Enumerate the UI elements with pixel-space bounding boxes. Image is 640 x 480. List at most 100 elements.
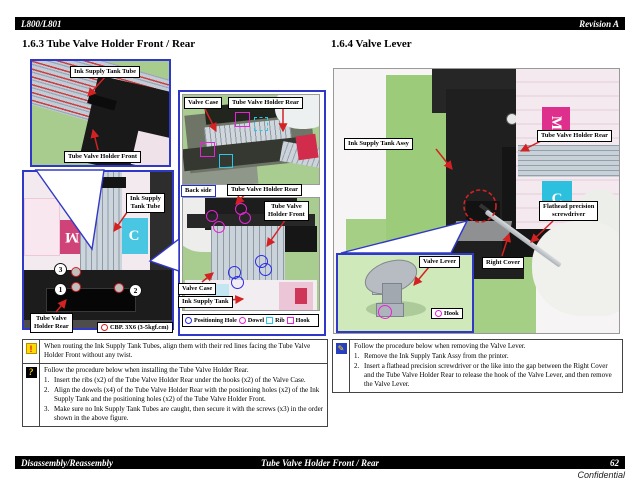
procedure-step: 2. Align the dowels (x4) of the Tube Val… [44, 386, 323, 404]
label-line: Ink Supply [130, 195, 161, 202]
notes-left: ! When routing the Ink Supply Tank Tubes… [22, 339, 328, 427]
section-heading-right: 1.6.4 Valve Lever [331, 38, 412, 50]
rib-marker-square [219, 154, 233, 168]
label-tube-valve-holder-rear: Tube Valve Holder Rear [227, 184, 302, 196]
screw-spec-text: CBP. 3X6 (3-5kgf.cm) [110, 324, 169, 331]
step-number: 2. [354, 362, 360, 370]
footer-center: Tube Valve Holder Front / Rear [261, 457, 379, 468]
positioning-hole-marker-circle [231, 276, 244, 289]
step-number: 3. [44, 405, 50, 413]
label-line: Flathead precision [543, 203, 595, 210]
caution-icon-cell: ! [23, 340, 40, 363]
ink-tubes-fan [211, 226, 285, 288]
checkpoint-note-left: ? Follow the procedure below when instal… [22, 363, 328, 427]
notes-right: ✎ Follow the procedure below when removi… [332, 339, 623, 393]
hook-legend-icon [286, 317, 294, 324]
hook-legend-icon [435, 310, 442, 317]
ink-tubes-band [518, 145, 619, 177]
label-tube-valve-holder-rear: Tube Valve Holder Rear [537, 130, 612, 142]
positioning-hole-marker-circle [259, 263, 272, 276]
step-number: 1. [44, 376, 50, 384]
label-screw-spec: CBP. 3X6 (3-5kgf.cm) [97, 322, 173, 333]
cyan-card-letter: C [551, 190, 563, 207]
dowel-legend-icon [238, 317, 246, 324]
label-hook: Hook [431, 308, 463, 319]
checkpoint-icon-cell: ? [23, 364, 40, 426]
step-text: Align the dowels (x4) of the Tube Valve … [54, 386, 320, 403]
legend-label: Hook [295, 317, 310, 324]
ink-tubes-band [80, 172, 122, 282]
label-tube-valve-holder-front-2line: Tube Valve Holder Front [264, 201, 309, 221]
footer-page-number: 62 [610, 457, 619, 468]
dowel-marker-circle [213, 221, 225, 233]
header-bar: L800/L801 Revision A [15, 17, 625, 30]
legend-label: Dowel [247, 317, 265, 324]
footer-bar: Disassembly/Reassembly Tube Valve Holder… [15, 456, 625, 469]
legend-label: Positioning Hole [194, 317, 237, 324]
checkpoint-body: Follow the procedure below when installi… [40, 364, 327, 426]
screw-circled [71, 282, 81, 292]
label-valve-lever: Valve Lever [419, 256, 461, 268]
screw-circled [71, 267, 81, 277]
red-tape [295, 133, 319, 161]
hook-marker-square [200, 142, 215, 157]
label-line: Holder Front [268, 210, 305, 218]
rib-legend-icon [266, 317, 274, 324]
rib-marker-square-hidden [254, 117, 268, 131]
label-back-side: Back side [181, 185, 216, 197]
screw-order-badge-2: 2 [129, 284, 142, 297]
step-text: Insert a flathead precision screwdriver … [364, 362, 612, 388]
procedure-step: 1. Insert the ribs (x2) of the Tube Valv… [44, 376, 323, 385]
label-tube-valve-holder-rear: Tube Valve Holder Rear [228, 97, 303, 109]
checkpoint-note-right: ✎ Follow the procedure below when removi… [332, 339, 623, 393]
label-ink-supply-tank: Ink Supply Tank [178, 296, 233, 308]
checkpoint-body: Follow the procedure below when removing… [350, 340, 622, 392]
dowel-marker-circle [206, 210, 218, 222]
caution-note: ! When routing the Ink Supply Tank Tubes… [22, 339, 328, 364]
caution-icon: ! [25, 343, 37, 354]
label-valve-case: Valve Case [178, 283, 217, 295]
screw-order-badge-1: 1 [54, 283, 67, 296]
label-flathead-screwdriver: Flathead precision screwdriver [539, 201, 599, 221]
checkpoint-heading: Follow the procedure below when installi… [44, 366, 249, 374]
procedure-step: 3. Make sure no Ink Supply Tank Tubes ar… [44, 405, 323, 423]
label-valve-case: Valve Case [184, 97, 223, 109]
confidential-label: Confidential [577, 470, 625, 480]
label-tube-valve-holder-front: Tube Valve Holder Front [64, 151, 142, 163]
checkpoint-icon: ? [25, 367, 37, 378]
glove-hand [532, 221, 619, 316]
dowel-marker-circle [239, 212, 251, 224]
label-line: Holder Rear [34, 322, 69, 330]
printer-panel [24, 198, 60, 256]
marker-legend: Positioning Hole Dowel Rib Hook [182, 314, 319, 327]
holder-front-clamp [285, 226, 317, 252]
legend-label: Rib [275, 317, 285, 324]
label-line: screwdriver [552, 210, 586, 218]
model-label: L800/L801 [21, 18, 62, 29]
checkpoint-heading: Follow the procedure below when removing… [354, 342, 526, 350]
red-sticker [295, 288, 307, 304]
hook-marker-square [235, 112, 250, 127]
procedure-step: 1. Remove the Ink Supply Tank Assy from … [354, 352, 618, 361]
screw-legend-icon [101, 324, 108, 331]
label-line: Tank Tube [130, 202, 161, 210]
caution-text: When routing the Ink Supply Tank Tubes, … [44, 342, 311, 359]
label-ink-supply-tank-tube-2line: Ink Supply Tank Tube [126, 193, 165, 213]
hook-marker-circle [378, 305, 392, 319]
revision-label: Revision A [579, 18, 619, 29]
label-line: Tube Valve [271, 203, 302, 210]
label-right-cover: Right Cover [482, 257, 525, 269]
label-ink-supply-tank-tube: Ink Supply Tank Tube [70, 66, 140, 78]
step-number: 2. [44, 386, 50, 394]
label-ink-supply-tank-assy: Ink Supply Tank Assy [344, 138, 413, 150]
cyan-card-letter: C [128, 227, 140, 244]
hook-text: Hook [444, 310, 459, 317]
step-number: 1. [354, 352, 360, 360]
step-text: Insert the ribs (x2) of the Tube Valve H… [54, 376, 306, 384]
label-line: Tube Valve [36, 315, 67, 322]
section-heading-left: 1.6.3 Tube Valve Holder Front / Rear [22, 38, 196, 50]
screw-order-badge-3: 3 [54, 263, 67, 276]
pencil-icon: ✎ [335, 343, 347, 354]
label-tube-valve-holder-rear-2line: Tube Valve Holder Rear [30, 313, 73, 333]
